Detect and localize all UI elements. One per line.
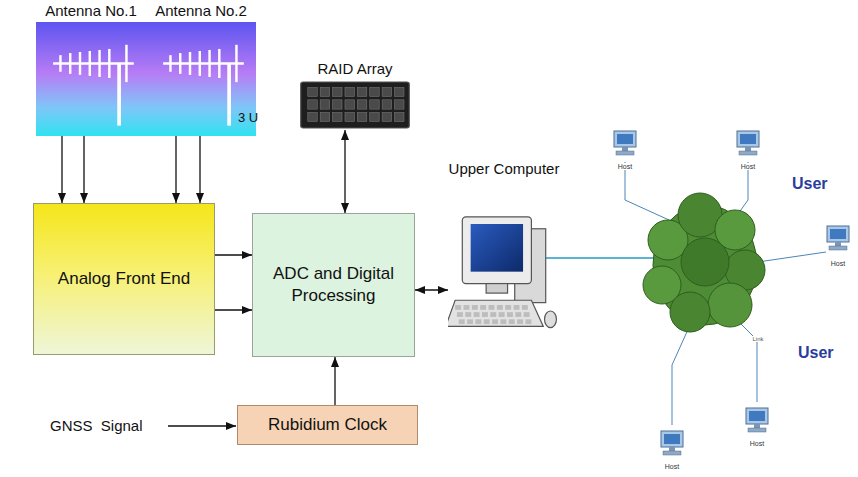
- clock-box: Rubidium Clock: [237, 405, 418, 445]
- antenna-picture: [36, 22, 146, 136]
- signal-arrow: [334, 357, 335, 405]
- host-icon: [827, 226, 849, 250]
- host-icon: [746, 408, 768, 432]
- process-box: Analog Front End: [33, 203, 215, 355]
- gnss-arrow: [168, 425, 236, 426]
- signal-arrow: [61, 136, 62, 203]
- process-box: ADC and Digital Processing: [252, 213, 415, 357]
- raid-picture: [296, 80, 414, 130]
- signal-name: GNSS Signal: [50, 417, 143, 434]
- signal-arrow: [415, 289, 448, 290]
- node-text: Analog Front End: [58, 268, 190, 290]
- user-label: User: [792, 175, 828, 193]
- host-label: Host: [741, 163, 755, 170]
- node-text: Rubidium Clock: [268, 414, 387, 436]
- computer-picture: [448, 180, 560, 336]
- host-icon: [661, 431, 683, 455]
- node-text: Antenna No.2: [146, 2, 256, 22]
- signal-arrow: [215, 309, 252, 310]
- node-text: ADC and Digital Processing: [261, 263, 406, 307]
- network-links: [542, 162, 826, 425]
- node-text: Antenna No.1: [36, 2, 146, 22]
- host-computers: [614, 131, 849, 455]
- link-label: Link: [752, 336, 763, 342]
- node-text: Upper Computer: [448, 160, 560, 180]
- host-label: Host: [665, 463, 679, 470]
- user-label: User: [798, 344, 834, 362]
- host-label: Host: [831, 260, 845, 267]
- host-label: Host: [618, 163, 632, 170]
- unit-size: 3 U: [238, 110, 258, 125]
- signal-arrow: [215, 254, 252, 255]
- host-icon: [737, 131, 759, 155]
- computer-icon: Upper Computer: [448, 160, 560, 336]
- signal-arrow: [199, 136, 200, 203]
- host-label: Host: [750, 440, 764, 447]
- host-icon: [614, 131, 636, 155]
- node-text: RAID Array: [296, 60, 414, 80]
- signal-arrow: [175, 136, 176, 203]
- raid-array: RAID Array: [296, 60, 414, 130]
- antenna-icon: Antenna No.1: [36, 2, 146, 136]
- signal-arrow: [83, 136, 84, 203]
- signal-arrow: [344, 130, 345, 213]
- network-cloud: [643, 193, 765, 332]
